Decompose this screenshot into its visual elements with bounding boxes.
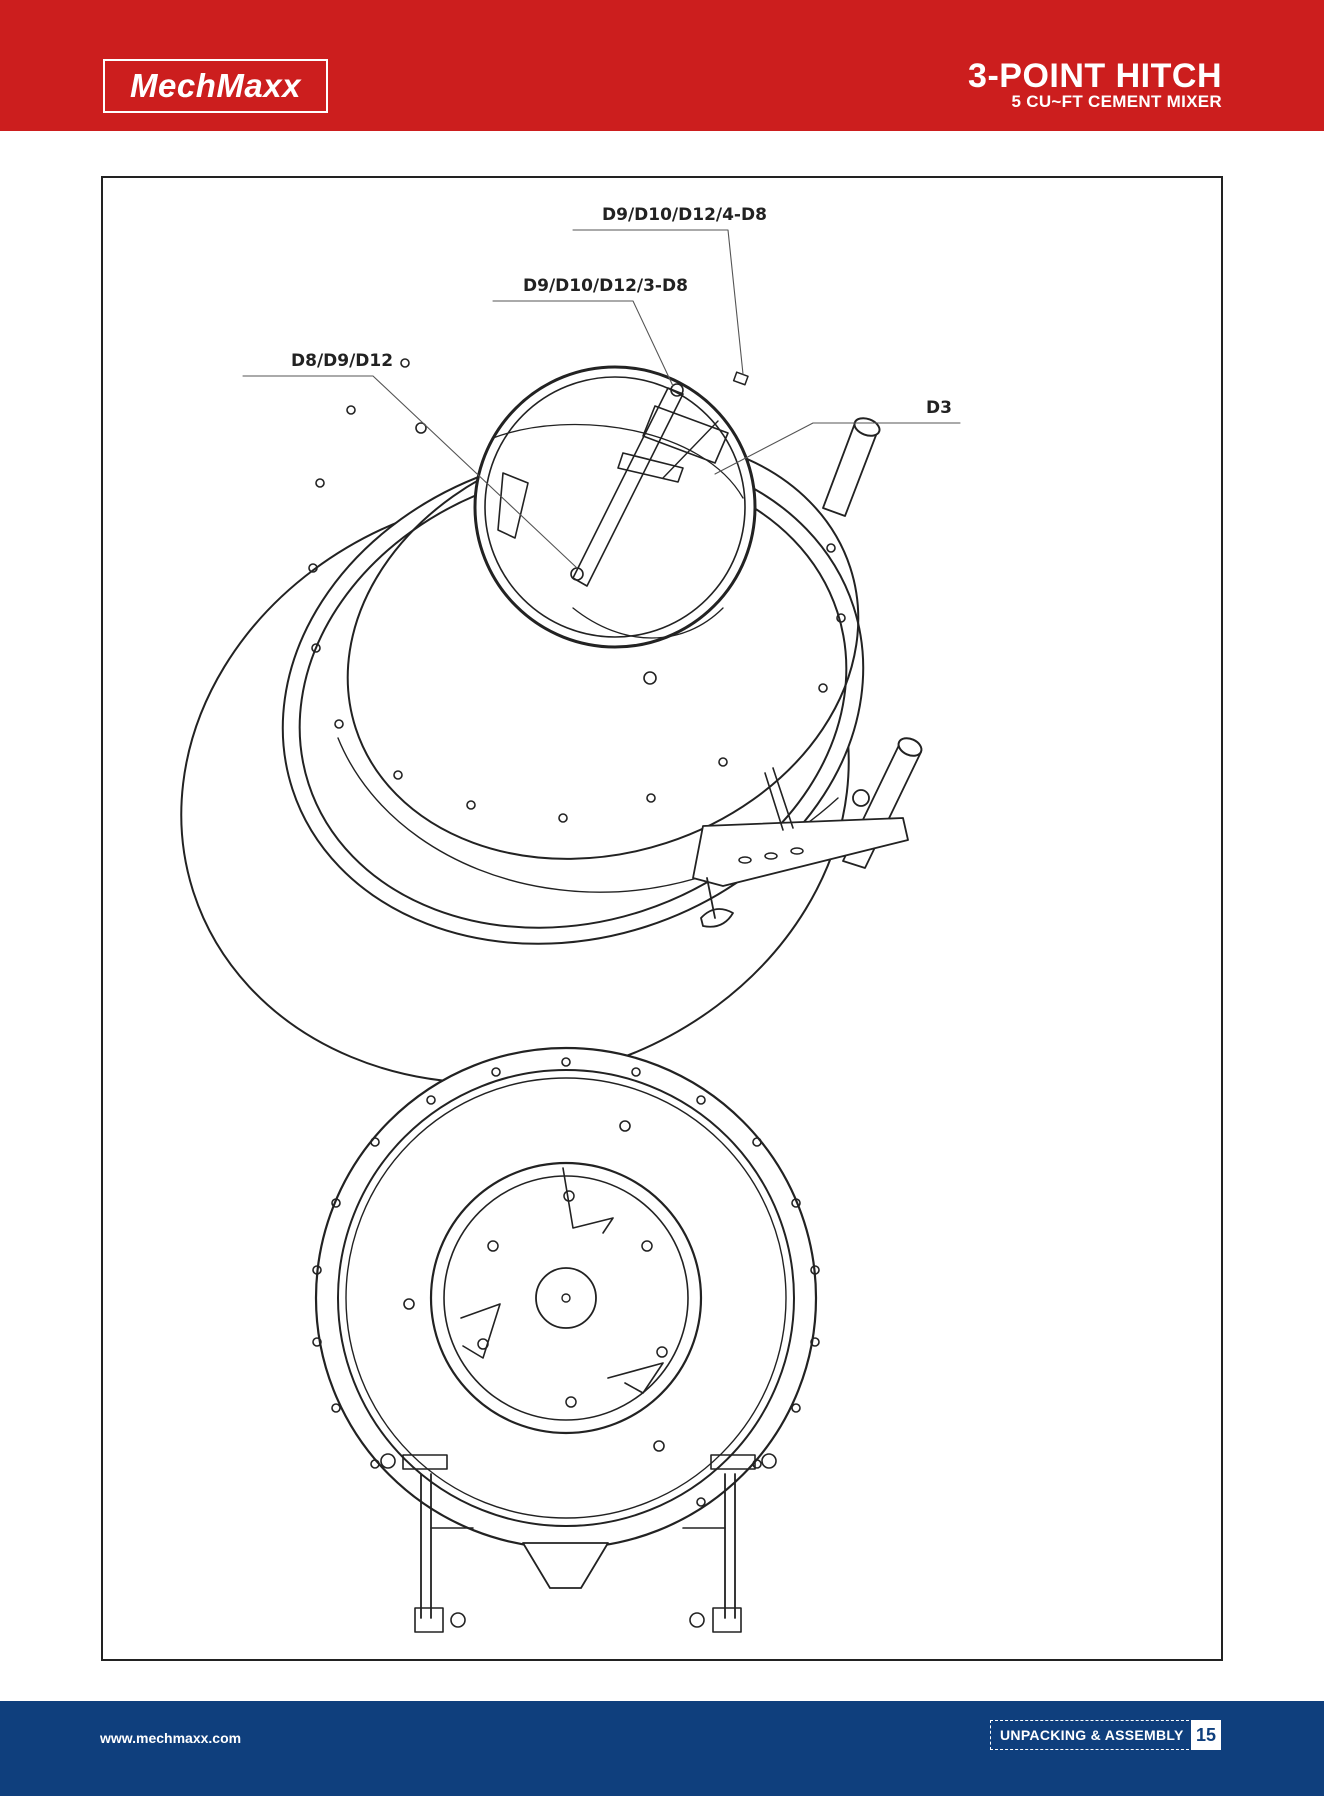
drum-opening <box>475 367 755 647</box>
hitch-knob-top <box>853 790 869 806</box>
callout-label-second: D9/D10/D12/3-D8 <box>523 276 688 296</box>
frame-leg-right <box>725 1474 735 1618</box>
assembly-figure: D9/D10/D12/4-D8 D9/D10/D12/3-D8 D8/D9/D1… <box>101 176 1223 1661</box>
document-title: 3-POINT HITCH <box>968 60 1222 92</box>
frame-knob-top-right <box>762 1454 776 1468</box>
hitch-pipe-upper <box>823 423 878 516</box>
drum-base-outer <box>316 1048 816 1548</box>
website-link[interactable]: www.mechmaxx.com <box>100 1730 241 1746</box>
document-subtitle: 5 CU~FT CEMENT MIXER <box>968 92 1222 112</box>
section-label: UNPACKING & ASSEMBLY <box>990 1720 1194 1750</box>
frame-foot-right <box>713 1608 741 1632</box>
frame-knob-right <box>690 1613 704 1627</box>
mixer-drum-drawing <box>103 178 1221 1659</box>
brand-logo: MechMaxx <box>103 59 328 113</box>
page-number: 15 <box>1191 1720 1221 1750</box>
frame-funnel <box>523 1543 608 1588</box>
frame-foot-left <box>415 1608 443 1632</box>
bolt-hardware-top <box>734 372 748 385</box>
callout-label-right: D3 <box>926 398 952 418</box>
callout-label-left: D8/D9/D12 <box>291 351 393 371</box>
document-title-block: 3-POINT HITCH 5 CU~FT CEMENT MIXER <box>968 60 1222 112</box>
callout-label-top: D9/D10/D12/4-D8 <box>602 205 767 225</box>
hitch-bracket <box>693 818 908 886</box>
page-header: MechMaxx 3-POINT HITCH 5 CU~FT CEMENT MI… <box>0 0 1324 131</box>
frame-knob-left <box>451 1613 465 1627</box>
